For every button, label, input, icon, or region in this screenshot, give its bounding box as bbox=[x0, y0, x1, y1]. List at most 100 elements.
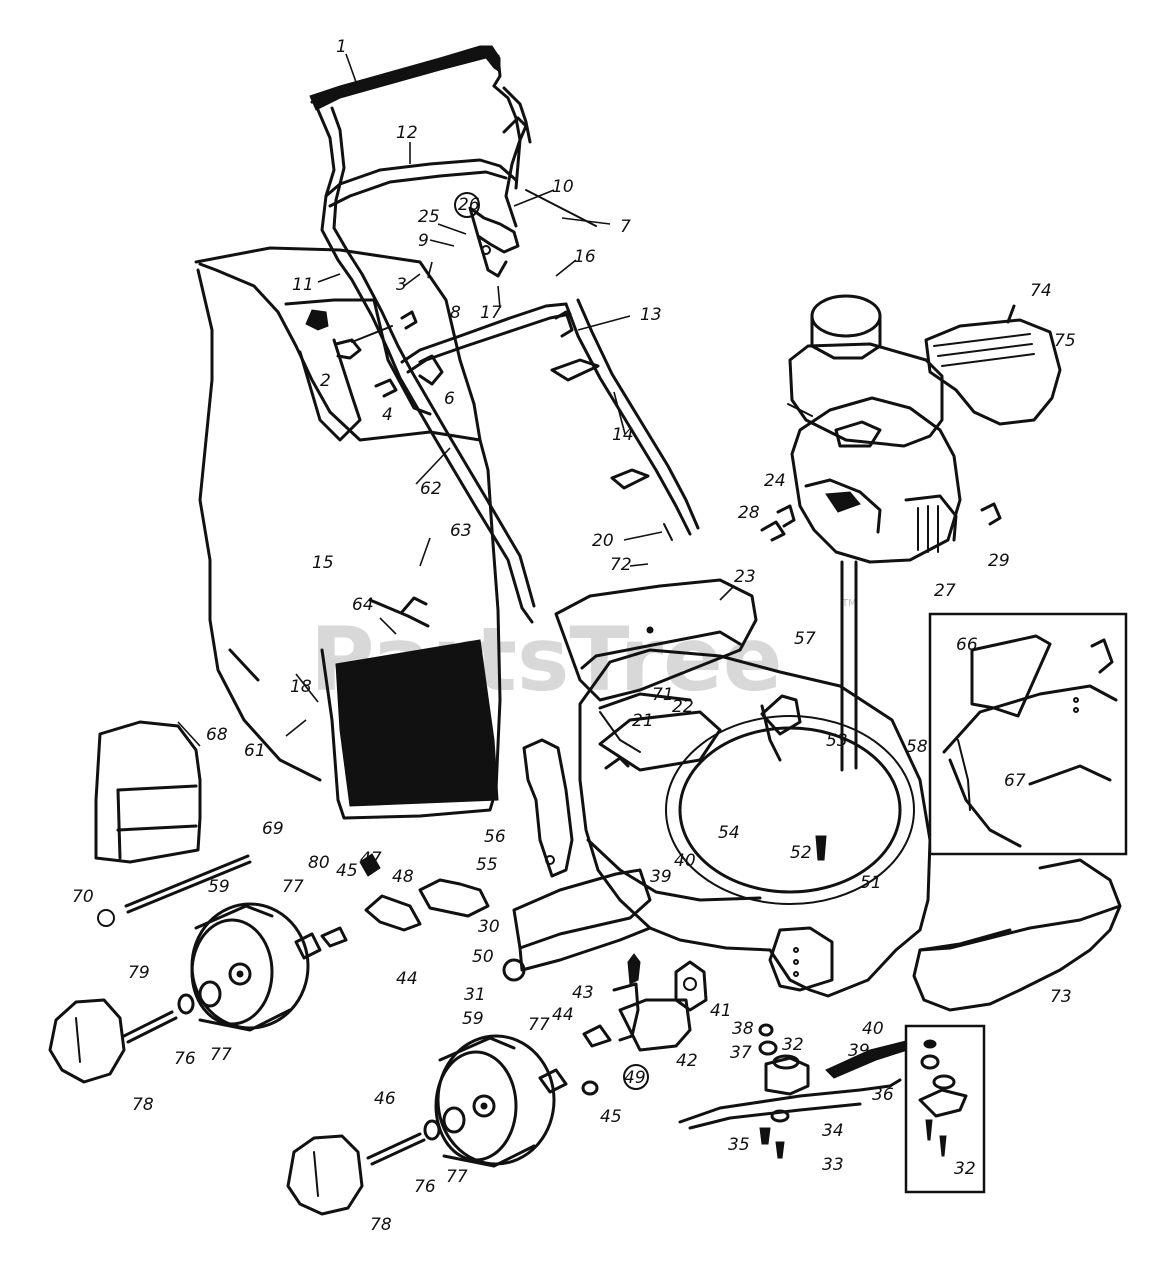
deck-extension bbox=[768, 926, 834, 992]
callout-55: 55 bbox=[476, 855, 498, 875]
height-adjuster bbox=[612, 953, 708, 1052]
callout-15: 15 bbox=[312, 553, 334, 573]
front-bumper bbox=[912, 858, 1122, 1012]
engine-cover bbox=[924, 304, 1062, 426]
rear-wheel bbox=[190, 902, 310, 1032]
callout-73: 73 bbox=[1050, 987, 1072, 1007]
cable-guide bbox=[324, 158, 518, 208]
control-bracket bbox=[468, 206, 520, 278]
front-wheel bbox=[434, 1034, 556, 1168]
callout-65: 65 bbox=[426, 677, 448, 697]
callout-44b: 44 bbox=[552, 1005, 574, 1025]
callout-36: 36 bbox=[872, 1085, 894, 1105]
callout-4: 4 bbox=[382, 405, 393, 425]
callout-32a: 32 bbox=[782, 1035, 804, 1055]
callout-77c: 77 bbox=[210, 1045, 232, 1065]
callout-59a: 59 bbox=[208, 877, 230, 897]
callout-23: 23 bbox=[734, 567, 756, 587]
callout-66: 66 bbox=[956, 635, 978, 655]
bail-lever bbox=[502, 116, 528, 190]
callout-38: 38 bbox=[732, 1019, 754, 1039]
callout-44a: 44 bbox=[396, 969, 418, 989]
callout-77a: 77 bbox=[282, 877, 304, 897]
callout-57: 57 bbox=[794, 629, 816, 649]
callout-72: 72 bbox=[610, 555, 632, 575]
callout-40b: 40 bbox=[862, 1019, 884, 1039]
callout-10: 10 bbox=[552, 177, 574, 197]
callout-62: 62 bbox=[420, 479, 442, 499]
callout-7: 7 bbox=[620, 217, 631, 237]
callout-76a: 76 bbox=[174, 1049, 196, 1069]
callout-79: 79 bbox=[128, 963, 150, 983]
callout-80: 80 bbox=[308, 853, 330, 873]
callout-40a: 40 bbox=[674, 851, 696, 871]
callout-69: 69 bbox=[262, 819, 284, 839]
callout-50: 50 bbox=[472, 947, 494, 967]
watermark-trademark: TM bbox=[841, 598, 857, 609]
callout-47: 47 bbox=[360, 849, 382, 869]
callout-68: 68 bbox=[206, 725, 228, 745]
callout-37: 37 bbox=[730, 1043, 752, 1063]
hubcap-front bbox=[286, 1134, 364, 1216]
callout-34: 34 bbox=[822, 1121, 844, 1141]
callout-21: 21 bbox=[632, 711, 654, 731]
callout-16: 16 bbox=[574, 247, 596, 267]
callout-13: 13 bbox=[640, 305, 662, 325]
callout-14: 14 bbox=[612, 425, 634, 445]
callout-29: 29 bbox=[988, 551, 1010, 571]
callout-75: 75 bbox=[1054, 331, 1076, 351]
callout-24: 24 bbox=[764, 471, 786, 491]
callout-6: 6 bbox=[444, 389, 455, 409]
callout-8: 8 bbox=[450, 303, 461, 323]
callout-45a: 45 bbox=[336, 861, 358, 881]
callout-3: 3 bbox=[396, 275, 407, 295]
callout-77d: 77 bbox=[446, 1167, 468, 1187]
blade-assembly bbox=[678, 1023, 915, 1159]
callout-2: 2 bbox=[320, 371, 331, 391]
callout-20: 20 bbox=[592, 531, 614, 551]
drive-shaft bbox=[815, 560, 858, 861]
callout-51: 51 bbox=[860, 873, 882, 893]
callout-1: 1 bbox=[336, 37, 347, 57]
engine bbox=[787, 294, 962, 564]
hinge-bracket-left bbox=[522, 738, 574, 878]
callout-64: 64 bbox=[352, 595, 374, 615]
callout-32b: 32 bbox=[954, 1159, 976, 1179]
callout-52: 52 bbox=[790, 843, 812, 863]
callout-77b: 77 bbox=[528, 1015, 550, 1035]
hinge-rod bbox=[97, 854, 252, 927]
engine-hardware bbox=[760, 502, 1002, 542]
callout-67: 67 bbox=[1004, 771, 1026, 791]
callout-39a: 39 bbox=[650, 867, 672, 887]
callout-76b: 76 bbox=[414, 1177, 436, 1197]
callout-39b: 39 bbox=[848, 1041, 870, 1061]
callout-28: 28 bbox=[738, 503, 760, 523]
callout-71: 71 bbox=[652, 685, 674, 705]
callout-46: 46 bbox=[374, 1089, 396, 1109]
callout-labels: 1 12 10 25 26 7 9 16 11 3 8 17 13 2 6 4 … bbox=[72, 37, 1076, 1235]
callout-43: 43 bbox=[572, 983, 594, 1003]
wheel-hardware bbox=[122, 926, 612, 1166]
callout-26: 26 bbox=[458, 195, 480, 215]
callout-27: 27 bbox=[934, 581, 956, 601]
callout-74: 74 bbox=[1030, 281, 1052, 301]
callout-70: 70 bbox=[72, 887, 94, 907]
callout-11: 11 bbox=[292, 275, 314, 295]
callout-59b: 59 bbox=[462, 1009, 484, 1029]
rear-baffle bbox=[502, 868, 652, 982]
callout-17: 17 bbox=[480, 303, 502, 323]
callout-48: 48 bbox=[392, 867, 414, 887]
callout-9: 9 bbox=[418, 231, 429, 251]
mulch-plug bbox=[94, 720, 202, 864]
leader-lines bbox=[177, 53, 735, 747]
grass-catcher bbox=[194, 246, 502, 820]
callout-78b: 78 bbox=[370, 1215, 392, 1235]
callout-33: 33 bbox=[822, 1155, 844, 1175]
callout-42: 42 bbox=[676, 1051, 698, 1071]
hinge-bracket-right bbox=[760, 694, 802, 762]
callout-18: 18 bbox=[290, 677, 312, 697]
callout-31: 31 bbox=[464, 985, 486, 1005]
hubcap-rear bbox=[48, 998, 126, 1084]
callout-56: 56 bbox=[484, 827, 506, 847]
